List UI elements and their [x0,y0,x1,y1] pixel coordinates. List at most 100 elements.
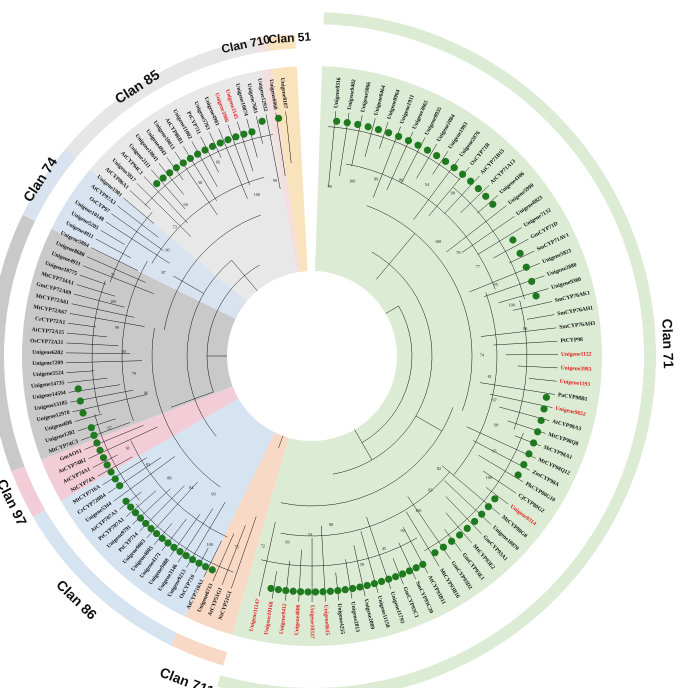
node-marker [334,586,342,595]
internal-arc [261,537,418,567]
leaf-branch [485,487,509,505]
bootstrap-value: 81 [488,374,492,379]
node-marker [542,393,550,401]
leaf-branch [79,274,107,285]
bootstrap-value: 86 [523,326,527,331]
bootstrap-value: 66 [216,160,220,165]
leaf-label: Unigene8316 [333,77,342,108]
bootstrap-value: 74 [480,352,485,357]
node-marker [341,586,349,594]
node-marker [103,461,111,469]
node-marker [79,409,87,417]
bootstrap-value: 99 [211,492,215,497]
bootstrap-value: 100 [486,475,492,480]
leaf-branch [92,454,118,468]
leaf-branch [489,393,553,408]
node-marker [159,174,167,182]
leaf-branch [405,511,440,567]
leaf-label: PaCYP98B1 [557,392,588,403]
node-marker [450,164,458,172]
node-marker [76,397,84,405]
bootstrap-value: 100 [415,508,421,513]
node-marker [136,514,145,522]
leaf-branch [285,111,292,164]
node-marker [201,146,209,154]
node-marker [111,475,119,483]
node-marker [458,170,467,178]
leaf-branch [136,183,192,237]
radial-branch [231,260,258,292]
internal-arc [361,305,413,443]
radial-branch [354,429,373,461]
bootstrap-value: 99 [273,178,277,183]
internal-arc [109,211,153,283]
bootstrap-value: 69 [285,539,289,544]
node-marker [304,588,312,596]
radial-branch [376,233,416,280]
leaf-branch [151,169,186,210]
leaf-branch [83,265,154,294]
node-marker [164,539,172,547]
node-marker [412,564,420,572]
node-marker [142,519,150,528]
radial-branch [170,391,214,408]
leaf-branch [76,284,115,297]
bootstrap-value: 98 [451,190,455,195]
bootstrap-value: 87 [161,270,165,275]
leaf-branch [66,360,143,364]
ring-clan72 [0,214,36,472]
leaf-label: Unigene9402 [347,79,358,111]
node-marker [522,263,530,271]
leaf-label: OsCYP72A31 [30,338,64,346]
clan-label-clan71: Clan 71 [659,318,677,369]
node-marker [186,154,194,163]
ring-clan97 [11,466,46,517]
leaf-branch [74,413,102,422]
node-marker [455,531,464,539]
leaf-branch [100,230,125,245]
node-marker [116,482,124,490]
internal-arc [121,260,148,422]
node-marker [240,130,248,138]
leaf-branch [364,118,376,157]
internal-arc [366,205,473,411]
node-marker [491,495,499,503]
node-marker [364,123,372,131]
bootstrap-value: 72 [261,544,265,549]
leaf-label: Unigene14735 [31,380,65,390]
bootstrap-value: 100 [207,542,213,547]
internal-arc [151,177,265,264]
leaf-branch [460,185,490,214]
node-markers [74,114,550,596]
node-marker [194,150,202,158]
clan-label-clan51: Clan 51 [268,29,312,46]
leaf-branch [113,456,175,502]
bootstrap-value: 58 [198,180,202,185]
node-marker [147,524,155,533]
internal-arc [164,214,261,330]
node-marker [195,559,203,567]
bootstrap-value: 75 [235,545,239,550]
node-marker [208,142,217,150]
leaf-label: Unigene1193 [559,379,590,388]
node-marker [433,152,441,160]
radial-branch [415,415,443,432]
node-marker [520,460,528,469]
node-marker [170,543,178,552]
leaf-label: Unigene8107 [279,78,288,109]
sector-clan97 [41,386,239,501]
bootstrap-value: 77 [476,264,480,269]
node-marker [201,563,210,571]
bootstrap-value: 45 [382,546,386,551]
internal-arc [151,328,221,488]
bootstrap-value: 84 [189,485,194,490]
leaf-label: SmCYP76AH3 [559,321,596,331]
node-marker [514,471,522,479]
node-marker [431,549,439,557]
node-marker [93,439,101,447]
node-marker [90,431,98,439]
leaf-branch [275,112,286,177]
node-marker [152,529,161,538]
center-circle [230,274,394,438]
internal-arc [280,471,451,537]
